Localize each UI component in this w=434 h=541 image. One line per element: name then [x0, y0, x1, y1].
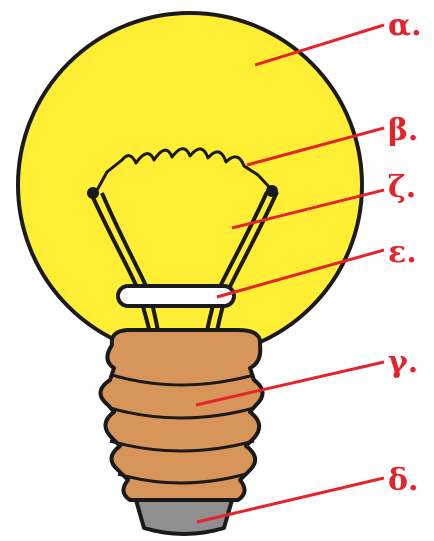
- label-gamma: γ.: [388, 345, 418, 380]
- label-epsilon: ε.: [388, 235, 417, 270]
- label-alpha: α.: [388, 8, 422, 43]
- label-zeta: ζ.: [388, 170, 416, 205]
- label-delta: δ.: [388, 463, 418, 498]
- glass-bead: [118, 286, 234, 306]
- label-beta: β.: [388, 113, 418, 148]
- screw-base: [100, 330, 262, 500]
